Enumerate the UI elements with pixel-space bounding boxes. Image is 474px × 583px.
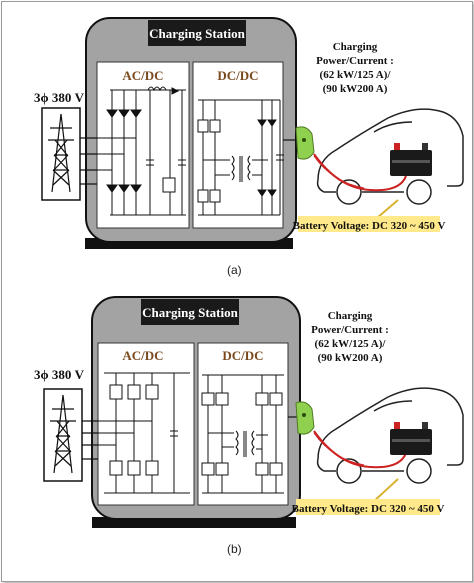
dcdc-panel xyxy=(192,61,284,229)
transmission-tower-icon xyxy=(41,107,81,201)
charging-connector-icon xyxy=(295,126,315,160)
title-bar xyxy=(148,20,246,46)
station-base xyxy=(85,238,293,249)
acdc-panel xyxy=(96,61,190,229)
battery-voltage-label: Battery Voltage: DC 320 ~ 450 V xyxy=(292,503,445,515)
charging-cable xyxy=(313,153,407,192)
electric-car-icon xyxy=(316,387,464,484)
power-label-line-3: (62 kW/125 A)/ xyxy=(320,69,392,81)
dcdc-label: DC/DC xyxy=(222,348,263,363)
caption-a: (a) xyxy=(227,263,242,277)
panel-a: Charging Station AC/DC DC/DC xyxy=(0,10,474,270)
power-label-line-2: Power/Current : xyxy=(311,324,389,336)
caption-b: (b) xyxy=(227,542,242,556)
battery-label-bg xyxy=(298,216,440,232)
battery-icon xyxy=(390,143,432,176)
ac-input-lines xyxy=(82,420,98,460)
dcdc-label: DC/DC xyxy=(217,68,258,83)
acdc-circuit xyxy=(98,372,190,494)
battery-voltage-label: Battery Voltage: DC 320 ~ 450 V xyxy=(293,220,446,232)
acdc-circuit xyxy=(97,86,186,216)
station-base xyxy=(92,517,296,528)
charging-cable-2 xyxy=(313,432,365,466)
panel-b: Charging Station AC/DC DC/DC xyxy=(0,293,474,553)
power-label-line-2: Power/Current : xyxy=(316,55,394,67)
power-label-line-3: (62 kW/125 A)/ xyxy=(315,338,387,350)
power-label-line-1: Charging xyxy=(333,41,378,53)
power-label-line-4: (90 kW200 A) xyxy=(323,83,388,95)
power-label-line-4: (90 kW200 A) xyxy=(318,352,383,364)
station-title: Charging Station xyxy=(149,26,245,41)
ac-input-lines xyxy=(80,137,97,185)
charging-connector-icon xyxy=(295,401,315,435)
charging-cable-2 xyxy=(313,155,365,189)
station-title: Charging Station xyxy=(142,305,238,320)
title-bar xyxy=(141,299,239,325)
power-label-line-1: Charging xyxy=(328,310,373,322)
source-voltage-label: 3ϕ 380 V xyxy=(34,367,85,382)
dcdc-circuit xyxy=(201,374,284,494)
transmission-tower-icon xyxy=(43,388,83,482)
charging-cable xyxy=(313,430,407,469)
acdc-label: AC/DC xyxy=(122,348,163,363)
source-voltage-label: 3ϕ 380 V xyxy=(34,90,85,105)
acdc-label: AC/DC xyxy=(122,68,163,83)
battery-icon xyxy=(390,422,432,455)
dcdc-circuit xyxy=(197,99,284,216)
battery-label-bg xyxy=(296,499,440,515)
dcdc-panel xyxy=(197,342,289,506)
acdc-panel xyxy=(97,342,195,506)
electric-car-icon xyxy=(316,108,464,205)
